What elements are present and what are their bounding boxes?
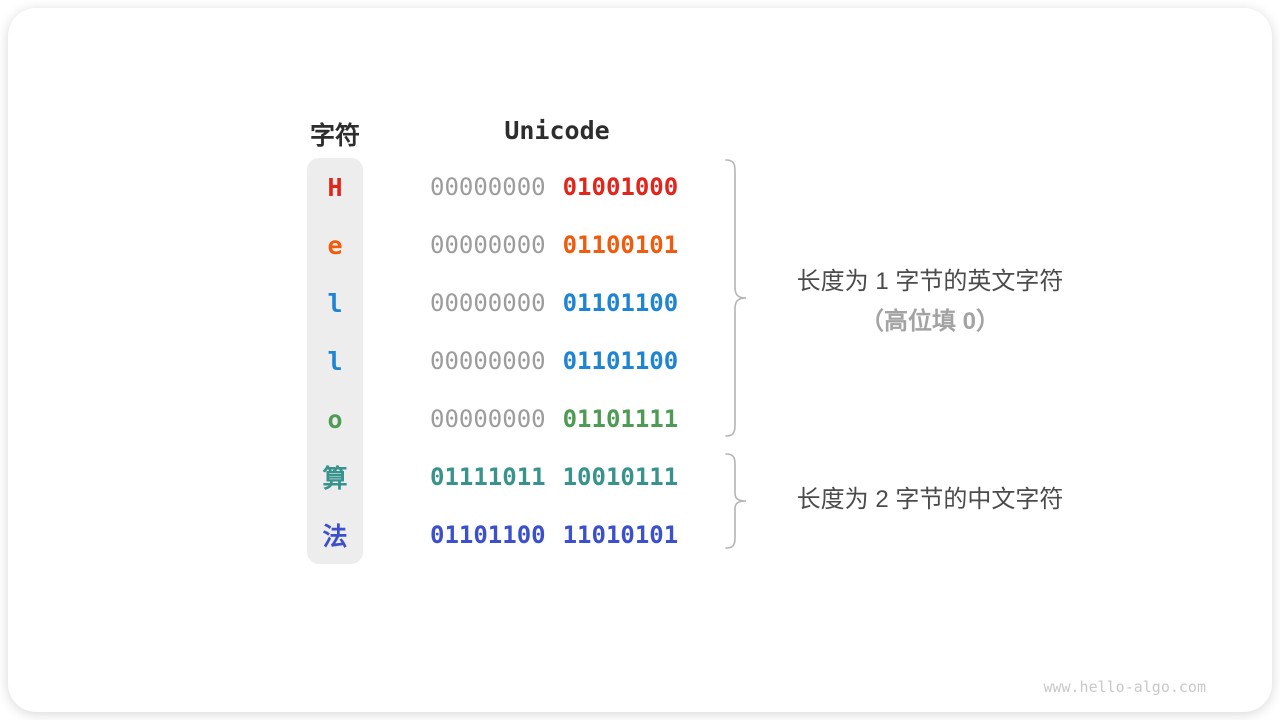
low-byte: 10010111	[562, 463, 679, 491]
unicode-binary: 00000000 01101100	[430, 347, 678, 375]
brace-english-group	[720, 158, 752, 438]
column-header-unicode: Unicode	[504, 116, 610, 145]
character-cell: o	[327, 404, 343, 434]
high-byte: 00000000	[430, 405, 546, 433]
unicode-binary: 00000000 01101111	[430, 405, 678, 433]
annotation-english-group: 长度为 1 字节的英文字符 （高位填 0）	[755, 262, 1105, 342]
annotation-english-line1: 长度为 1 字节的英文字符	[796, 268, 1064, 295]
high-byte: 00000000	[430, 347, 546, 375]
table-row: l 00000000 01101100	[307, 274, 807, 332]
character-column-background	[307, 158, 363, 564]
diagram-card	[8, 8, 1272, 712]
character-cell: 算	[322, 465, 348, 493]
unicode-binary: 00000000 01100101	[430, 231, 678, 259]
high-byte: 01111011	[430, 463, 546, 491]
character-cell: e	[327, 230, 343, 260]
table-row: 算 01111011 10010111	[307, 448, 807, 506]
character-cell: l	[327, 346, 343, 376]
brace-chinese-group	[720, 452, 752, 550]
table-row: e 00000000 01100101	[307, 216, 807, 274]
table-row: H 00000000 01001000	[307, 158, 807, 216]
annotation-chinese-group: 长度为 2 字节的中文字符	[796, 486, 1064, 513]
encoding-table: H 00000000 01001000 e 00000000 01100101 l …	[307, 158, 807, 564]
unicode-binary: 01101100 11010101	[430, 521, 678, 549]
low-byte: 01100101	[562, 231, 679, 259]
low-byte: 01001000	[562, 173, 679, 201]
character-cell: l	[327, 288, 343, 318]
column-header-character: 字符	[309, 122, 360, 150]
table-row: 法 01101100 11010101	[307, 506, 807, 564]
high-byte: 00000000	[430, 231, 546, 259]
annotation-english-line2: （高位填 0）	[859, 308, 1000, 335]
low-byte: 01101111	[562, 405, 679, 433]
unicode-binary: 00000000 01101100	[430, 289, 678, 317]
table-row: o 00000000 01101111	[307, 390, 807, 448]
low-byte: 01101100	[562, 289, 679, 317]
character-cell: 法	[322, 523, 348, 551]
high-byte: 00000000	[430, 289, 546, 317]
low-byte: 11010101	[562, 521, 679, 549]
unicode-binary: 01111011 10010111	[430, 463, 678, 491]
watermark: www.hello-algo.com	[1043, 678, 1206, 696]
table-row: l 00000000 01101100	[307, 332, 807, 390]
high-byte: 00000000	[430, 173, 546, 201]
low-byte: 01101100	[562, 347, 679, 375]
high-byte: 01101100	[430, 521, 546, 549]
character-cell: H	[327, 172, 343, 202]
unicode-binary: 00000000 01001000	[430, 173, 678, 201]
